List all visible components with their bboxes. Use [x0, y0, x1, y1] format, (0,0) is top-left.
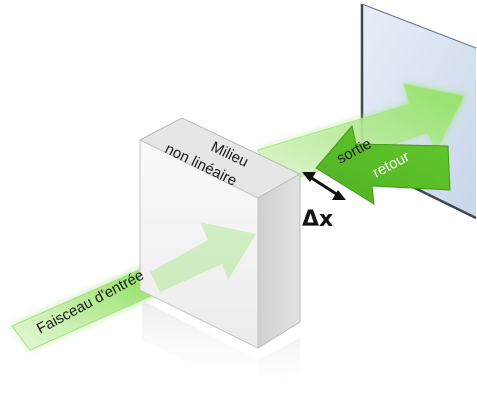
displacement-arrow: [302, 172, 346, 200]
nonlinear-medium-box: [138, 117, 302, 349]
displacement-label: Δx: [302, 207, 333, 232]
return-beam: [315, 124, 451, 205]
box-reflection: [142, 300, 300, 398]
input-beam-overlap: [150, 222, 256, 292]
